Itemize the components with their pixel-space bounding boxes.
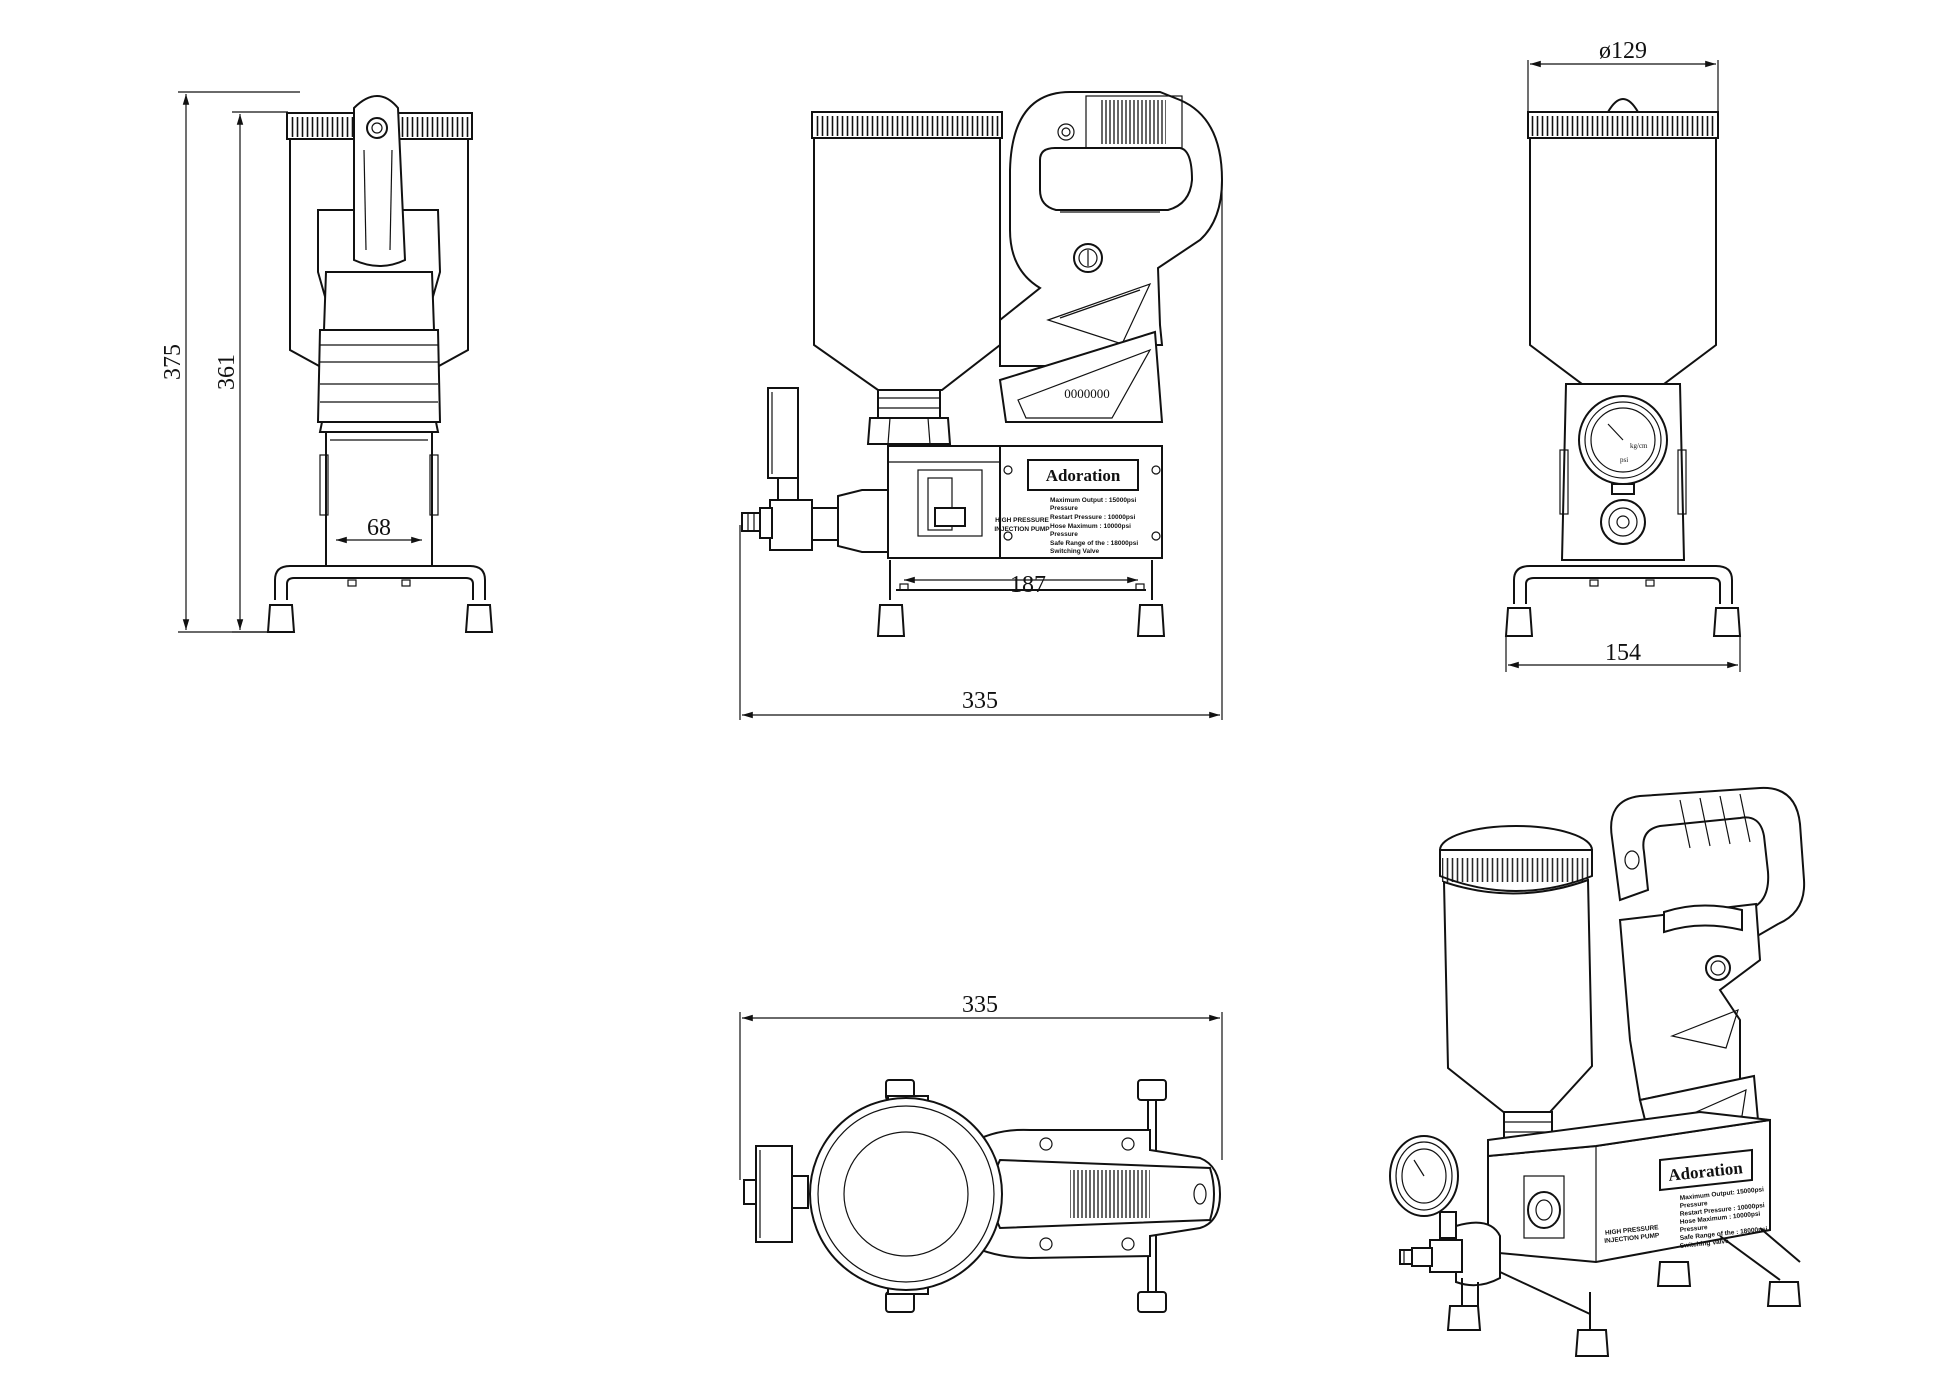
rear-view: ø129 kg/cm psi — [1504, 38, 1742, 672]
dimension-label-335-side: 335 — [962, 688, 998, 714]
iso-line-1b: Pressure — [1679, 1200, 1708, 1210]
dimension-68: 68 — [336, 515, 422, 544]
iso-motor — [1618, 902, 1762, 1142]
handle-front — [353, 95, 407, 267]
gauge-side — [767, 387, 799, 479]
front-view: 375 361 — [160, 91, 494, 633]
base-frame-rear — [1504, 565, 1742, 637]
isometric-view: Adoration HIGH PRESSURE INJECTION PUMP M… — [1389, 786, 1806, 1357]
top-view: 335 — [739, 992, 1223, 1313]
plate-line-3b-side: Pressure — [1050, 531, 1078, 538]
dimension-335-side: 335 — [739, 182, 1223, 720]
serial-dots: 0000000 — [1064, 386, 1110, 401]
plate-label-hp-side: HIGH PRESSURE — [995, 517, 1049, 524]
plate-line-3-side: Hose Maximum : 10000psi — [1050, 523, 1131, 530]
outlet-assembly-side — [741, 387, 889, 553]
iso-nameplate — [1659, 1148, 1753, 1192]
iso-base — [1446, 1227, 1802, 1357]
nameplate-side — [1027, 459, 1139, 491]
brand-label-side: Adoration — [1046, 466, 1121, 485]
dimension-label-187: 187 — [1010, 572, 1046, 598]
motor-handle-side: 0000000 — [998, 91, 1224, 423]
dimension-label-335-top: 335 — [962, 992, 998, 1018]
plate-line-4b-side: Switching Valve — [1050, 548, 1100, 555]
dimension-label-68: 68 — [367, 515, 391, 541]
dimension-label-361: 361 — [214, 354, 240, 390]
dimension-187: 187 — [904, 572, 1138, 598]
gauge-unit-1-rear: kg/cm — [1630, 442, 1648, 450]
dimension-label-dia-129: ø129 — [1599, 38, 1647, 64]
dimension-label-154: 154 — [1605, 640, 1641, 666]
plate-line-1b-side: Pressure — [1050, 505, 1078, 512]
iso-line-3b: Pressure — [1679, 1224, 1708, 1234]
iso-hopper — [1439, 825, 1594, 1161]
motor-handle-top — [959, 1128, 1222, 1260]
hopper-top — [809, 1095, 1003, 1295]
plate-label-ip-side: INJECTION PUMP — [994, 526, 1050, 533]
dimension-dia-129: ø129 — [1527, 38, 1719, 112]
iso-gauge-outlet — [1389, 1135, 1501, 1287]
plate-line-1-side: Maximum Output : 15000psi — [1050, 497, 1137, 504]
plate-line-4-side: Safe Range of the : 18000psi — [1050, 540, 1138, 547]
pump-block-rear: kg/cm psi — [1559, 383, 1687, 561]
pump-housing-front — [319, 431, 439, 567]
dimension-label-375: 375 — [160, 344, 186, 380]
hopper-rear — [1527, 98, 1719, 391]
hopper-side — [811, 111, 1003, 445]
dimension-375: 375 — [160, 91, 300, 633]
dimension-335-top: 335 — [739, 992, 1223, 1180]
gauge-top — [743, 1145, 809, 1243]
iso-pump-block: Adoration HIGH PRESSURE INJECTION PUMP M… — [1487, 1110, 1771, 1264]
pump-block-side: Adoration HIGH PRESSURE INJECTION PUMP M… — [887, 445, 1163, 559]
base-frame-front — [266, 565, 494, 633]
plate-line-2-side: Restart Pressure : 10000psi — [1050, 514, 1135, 521]
side-view: 0000000 Adoration HIGH PRESSURE INJECTIO… — [739, 91, 1224, 720]
gauge-unit-2-rear: psi — [1620, 456, 1628, 464]
dimension-154: 154 — [1505, 636, 1741, 672]
motor-body-front — [316, 209, 442, 433]
base-frame-side — [876, 560, 1166, 637]
dimension-361: 361 — [214, 111, 288, 633]
